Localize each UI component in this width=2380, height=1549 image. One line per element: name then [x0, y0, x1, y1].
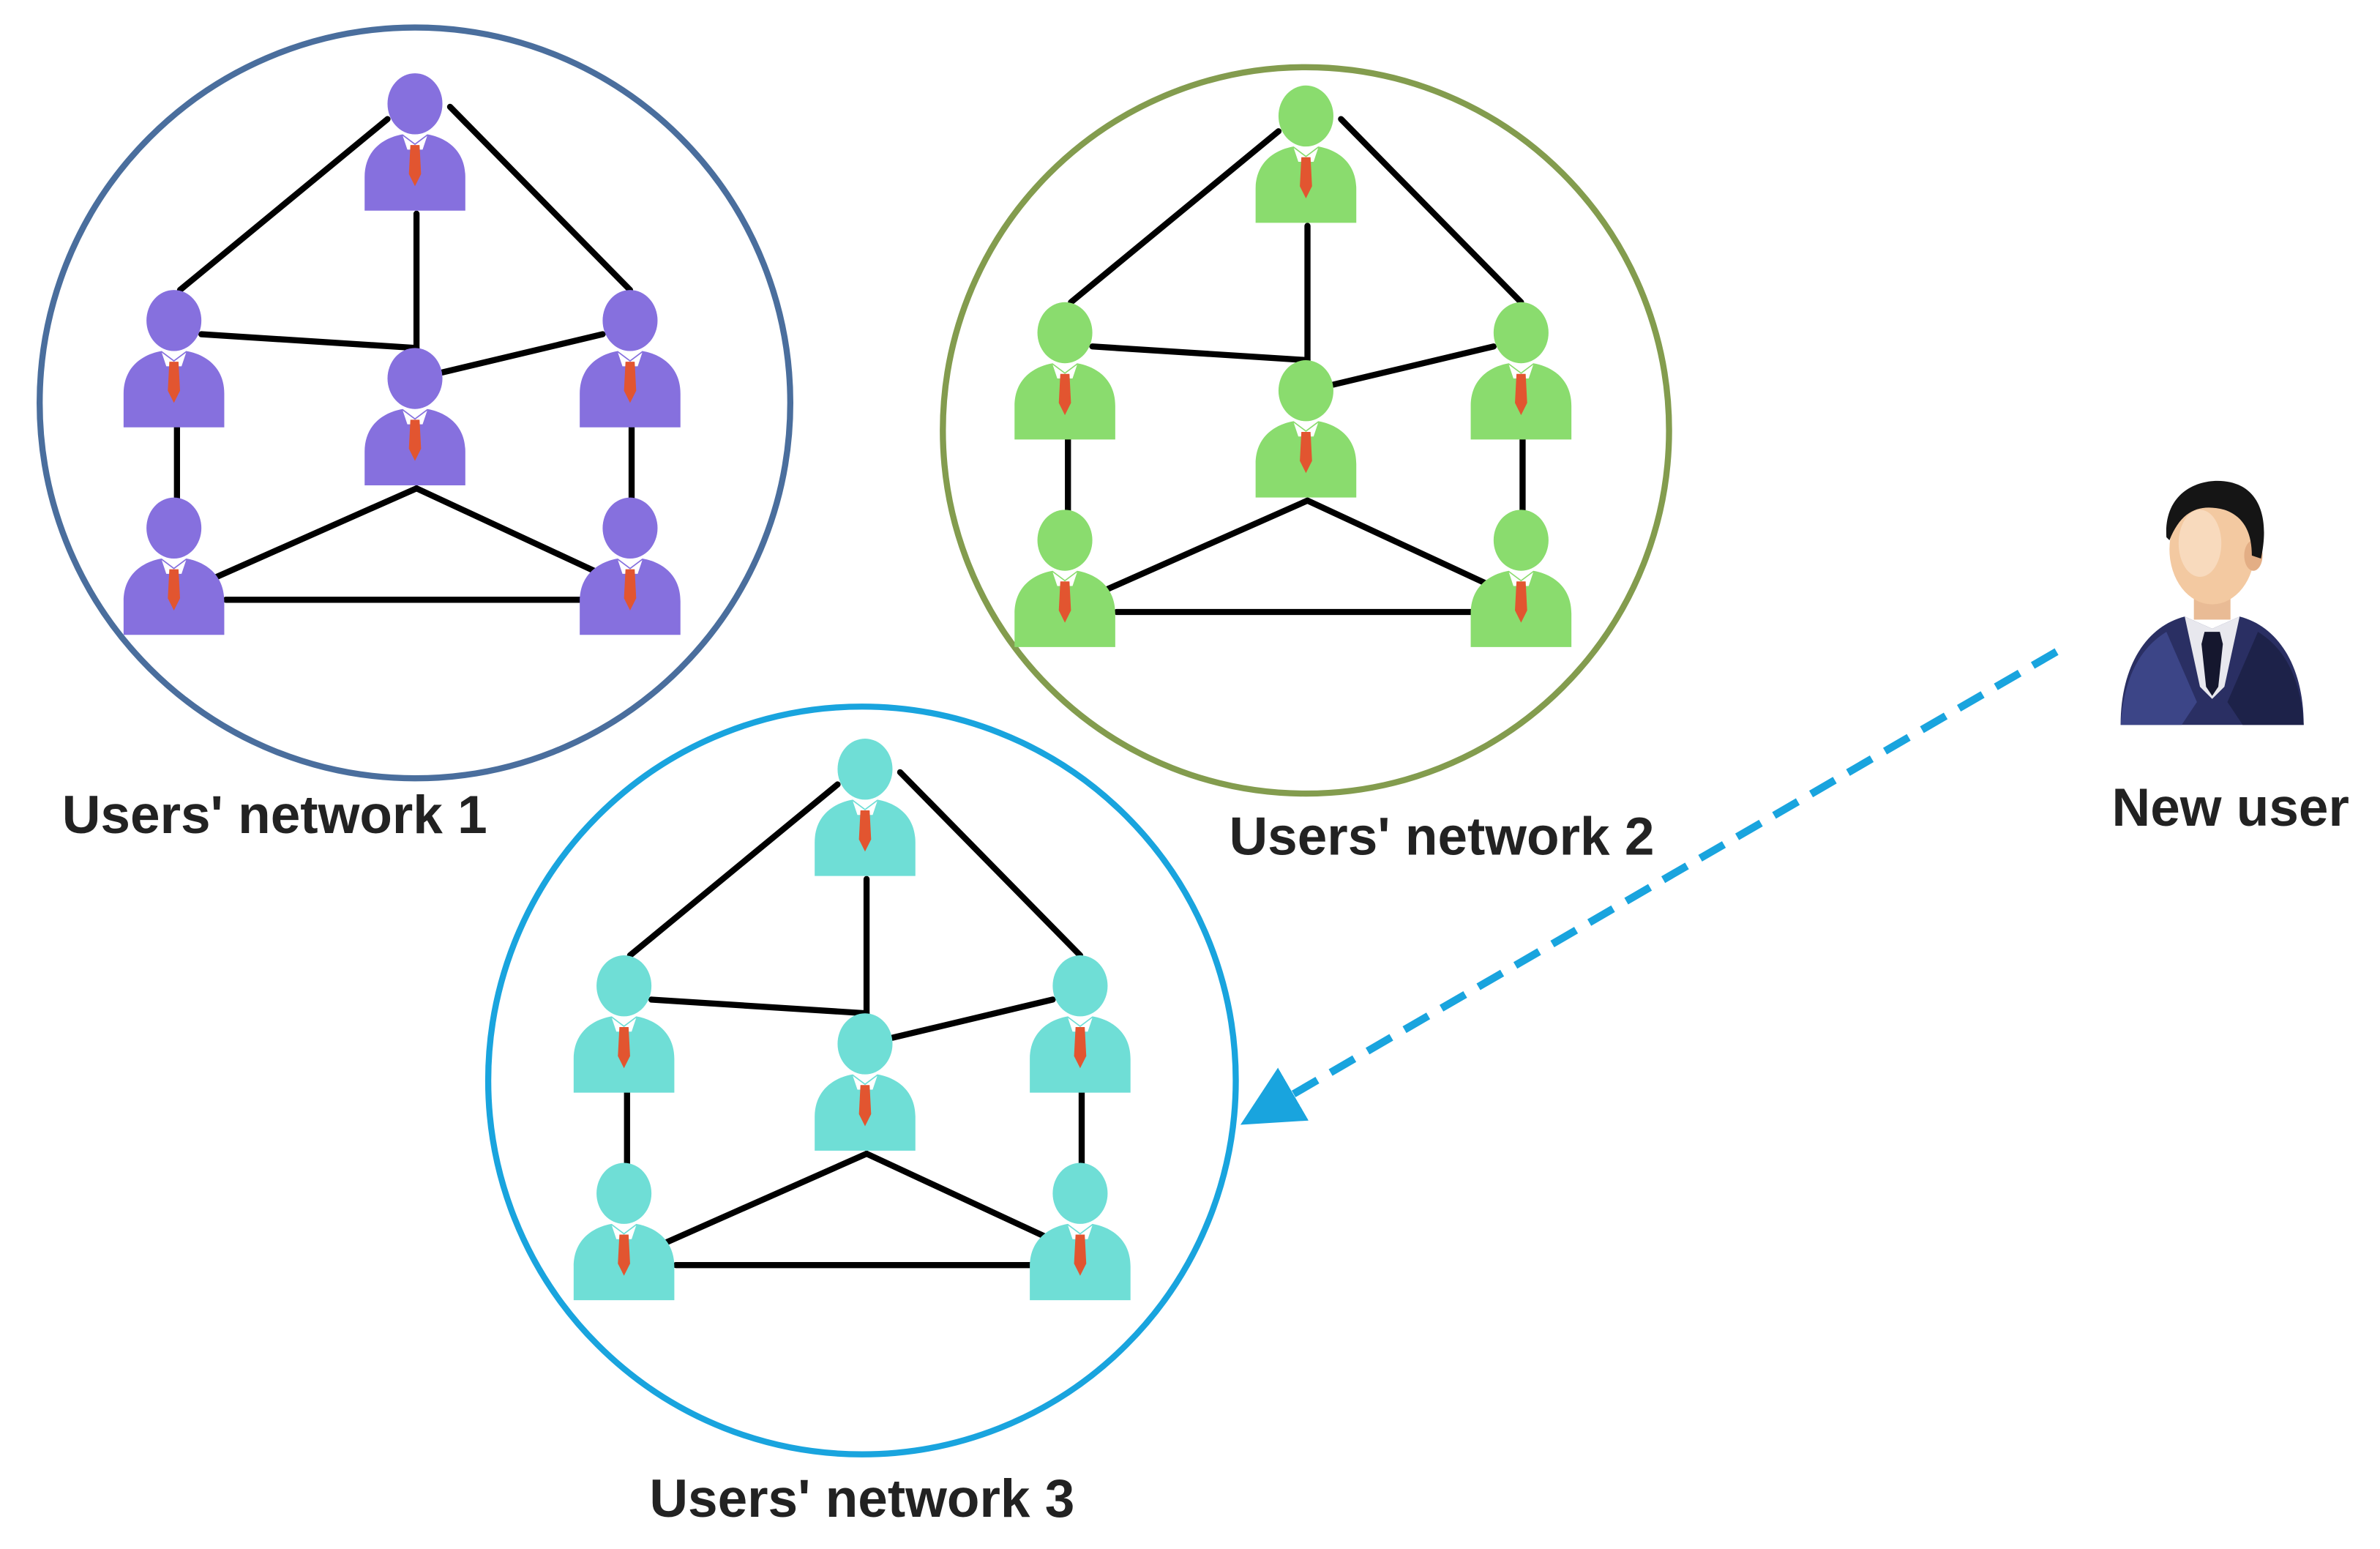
- user-icon-mid-left: [123, 290, 225, 428]
- user-icon-bottom-left: [573, 1162, 675, 1301]
- network-2-link: [1068, 128, 1282, 305]
- network-1: [37, 24, 793, 782]
- network-3-link: [648, 996, 870, 1017]
- network-3: [484, 703, 1239, 1457]
- user-icon-bottom-left: [1014, 510, 1115, 647]
- network-3-link: [626, 781, 841, 959]
- network-2: [940, 64, 1672, 797]
- user-icon-top: [815, 739, 916, 876]
- join-arrow: [1240, 648, 2059, 1125]
- network-3-link: [663, 1150, 870, 1246]
- new-user-icon: [2120, 480, 2304, 725]
- user-icon-mid-right: [580, 290, 681, 428]
- network-3-link: [863, 1150, 1060, 1246]
- network-2-link: [1304, 497, 1502, 592]
- user-icon-mid-left: [1014, 302, 1115, 440]
- user-icon-center: [364, 348, 465, 485]
- network-3-boundary: [484, 703, 1239, 1457]
- user-icon-center: [1255, 360, 1357, 498]
- user-icon-mid-left: [573, 955, 675, 1093]
- network-2-link: [1104, 497, 1311, 592]
- user-icon-center: [815, 1013, 916, 1151]
- user-icon-bottom-left: [123, 497, 225, 635]
- user-icon-bottom-right: [1030, 1162, 1131, 1301]
- user-icon-mid-right: [1030, 955, 1131, 1093]
- network-1-link: [439, 331, 606, 376]
- network-2-label: Users' network 2: [1229, 807, 1654, 866]
- network-1-link: [176, 116, 391, 294]
- network-1-link: [446, 103, 634, 294]
- network-3-link: [897, 769, 1084, 959]
- network-1-link: [213, 485, 420, 581]
- user-icon-mid-right: [1470, 302, 1572, 440]
- new-user-label: New user: [2112, 778, 2349, 837]
- user-icon-top: [364, 73, 465, 211]
- network-1-label: Users' network 1: [62, 785, 487, 845]
- network-1-link: [198, 331, 420, 351]
- network-2-link: [1089, 343, 1311, 364]
- user-icon-bottom-right: [1470, 510, 1572, 647]
- network-2-link: [1330, 343, 1497, 388]
- network-1-link: [413, 485, 610, 581]
- network-2-link: [1338, 116, 1524, 305]
- network-1-boundary: [37, 24, 793, 782]
- user-icon-bottom-right: [580, 497, 681, 635]
- user-icon-top: [1255, 85, 1357, 223]
- network-3-link: [889, 996, 1056, 1041]
- network-3-label: Users' network 3: [649, 1469, 1074, 1529]
- network-2-boundary: [940, 64, 1672, 797]
